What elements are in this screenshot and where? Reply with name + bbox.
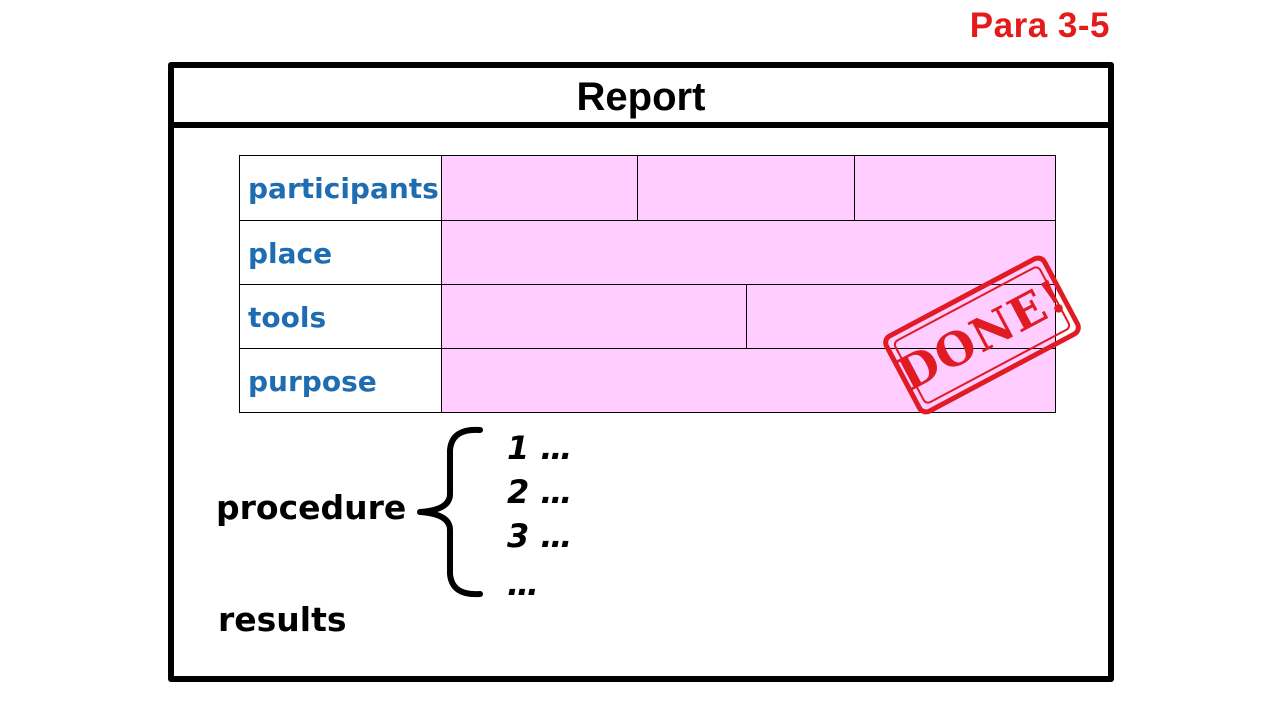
row-label-place: place (240, 221, 442, 284)
report-frame: Report (168, 62, 1114, 682)
report-info-table: participants place tools purpose (239, 155, 1056, 413)
procedure-step: … (507, 565, 539, 603)
participants-cell-3 (854, 156, 1055, 220)
para-label: Para 3-5 (969, 6, 1110, 45)
participants-cell-2 (637, 156, 854, 220)
procedure-step: 1 … (507, 429, 573, 467)
procedure-label: procedure (216, 488, 407, 527)
curly-brace-icon (417, 426, 483, 598)
report-title: Report (174, 68, 1108, 128)
tools-cell-1 (442, 285, 746, 348)
results-label: results (218, 600, 347, 639)
row-label-tools: tools (240, 285, 442, 348)
row-participants: participants (240, 156, 1055, 220)
procedure-step: 3 … (507, 517, 573, 555)
row-label-purpose: purpose (240, 349, 442, 412)
place-cell (442, 221, 1055, 284)
participants-cell-1 (442, 156, 637, 220)
procedure-steps: 1 … 2 … 3 … … (507, 426, 572, 606)
row-label-participants: participants (240, 156, 442, 220)
row-place: place (240, 220, 1055, 284)
procedure-step: 2 … (507, 473, 573, 511)
